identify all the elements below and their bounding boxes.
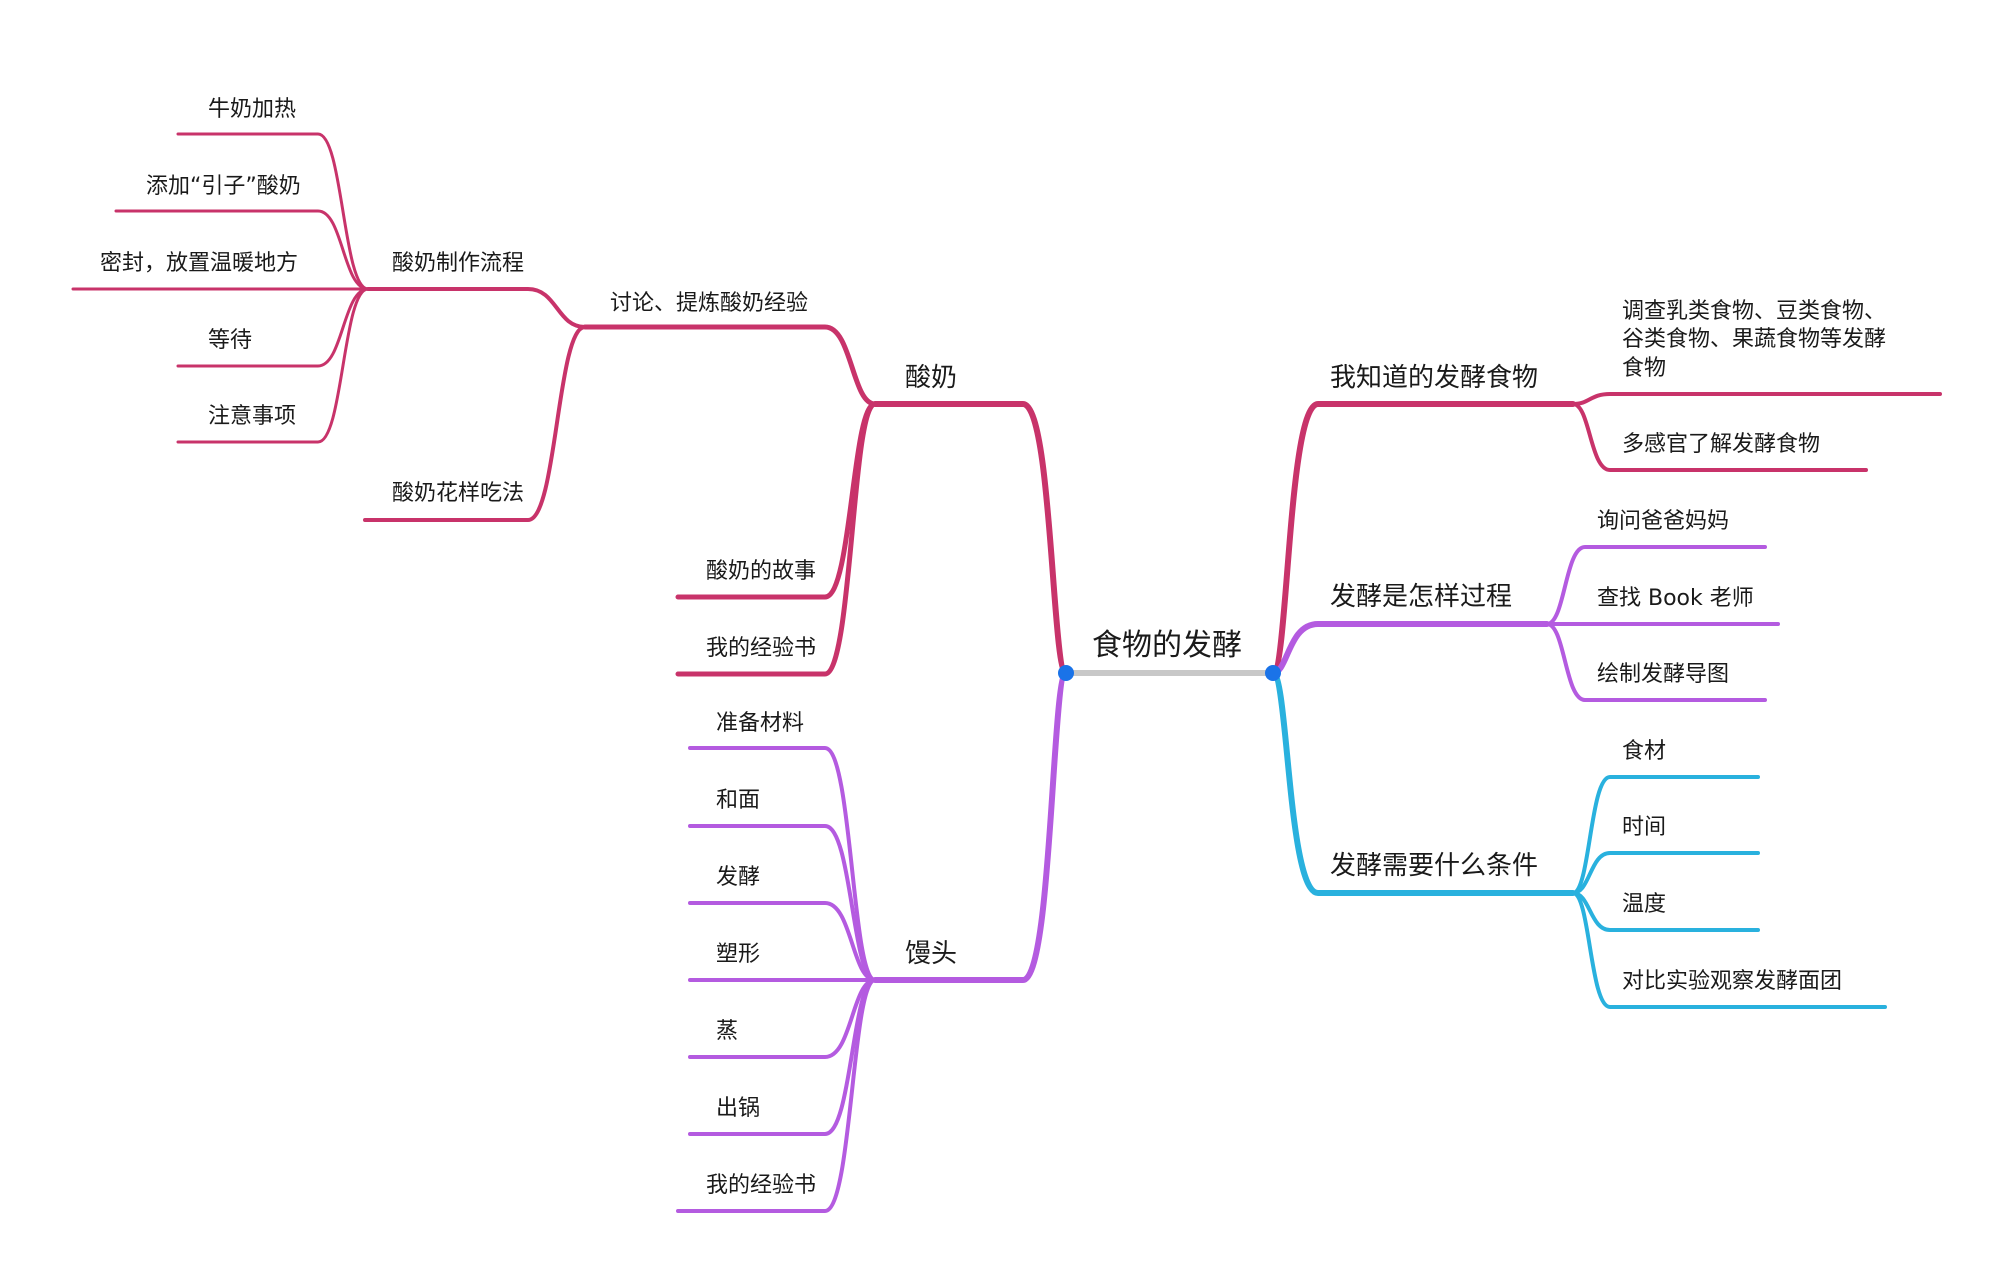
edge-discussion-ways [363,325,587,522]
know-item-1-line-1[interactable]: 调查乳类食物、豆类食物、 [1622,299,1886,324]
mantou-step-2[interactable]: 和面 [716,788,760,813]
edge-conditions-item-2 [1571,851,1760,895]
yogurt-step-2[interactable]: 添加“引子”酸奶 [146,174,301,199]
edge-yogurt-book [675,401,878,677]
edge-yogurt-discussion [582,324,878,407]
topic-yogurt[interactable]: 酸奶 [905,363,957,393]
mantou-step-1[interactable]: 准备材料 [716,711,804,736]
right-connector-dot[interactable] [1265,665,1281,681]
yogurt-step-5[interactable]: 注意事项 [208,404,296,429]
know-item-1-line-2[interactable]: 谷类食物、果蔬食物等发酵 [1622,327,1886,352]
edge-mantou-step-2 [688,824,877,982]
topic-process[interactable]: 发酵是怎样过程 [1330,582,1512,612]
edge-process-step-2 [114,209,370,291]
know-item-2[interactable]: 多感官了解发酵食物 [1622,432,1820,457]
topic-know[interactable]: 我知道的发酵食物 [1330,363,1538,393]
edge-process-step-1 [176,132,370,291]
edge-conditions-item-4 [1571,891,1887,1009]
edge-mantou-step-3 [688,901,877,982]
yogurt-step-3[interactable]: 密封，放置温暖地方 [100,251,298,276]
process-item-3[interactable]: 绘制发酵导图 [1597,662,1729,687]
edge-conditions-item-1 [1571,775,1760,895]
edge-root-yogurt [872,401,1069,676]
mantou-step-4[interactable]: 塑形 [716,942,760,967]
edge-mantou-step-7 [676,978,877,1213]
yogurt-step-1[interactable]: 牛奶加热 [208,97,296,122]
conditions-item-4[interactable]: 对比实验观察发酵面团 [1622,969,1842,994]
mantou-step-3[interactable]: 发酵 [716,865,760,890]
conditions-item-3[interactable]: 温度 [1622,892,1666,917]
mantou-step-5[interactable]: 蒸 [716,1019,738,1044]
connection-lines [71,132,1942,1213]
edge-root-conditions [1270,670,1576,896]
process-item-2[interactable]: 查找 Book 老师 [1597,586,1754,611]
topic-yogurt-book[interactable]: 我的经验书 [706,636,816,661]
edge-root-mantou [872,670,1069,983]
edge-root-process [1270,621,1550,676]
topic-mantou[interactable]: 馒头 [905,939,957,969]
topic-yogurt-story[interactable]: 酸奶的故事 [706,559,816,584]
yogurt-step-4[interactable]: 等待 [208,328,252,353]
mantou-step-7[interactable]: 我的经验书 [706,1173,816,1198]
topic-yogurt-discussion[interactable]: 讨论、提炼酸奶经验 [610,291,808,316]
mantou-step-6[interactable]: 出锅 [716,1096,760,1121]
edge-process-item-3 [1545,622,1767,702]
topic-yogurt-process[interactable]: 酸奶制作流程 [392,251,524,276]
edge-discussion-process [366,287,587,329]
left-connector-dot[interactable] [1058,665,1074,681]
know-item-1-line-3[interactable]: 食物 [1622,356,1666,381]
topic-conditions[interactable]: 发酵需要什么条件 [1330,851,1538,881]
topic-yogurt-ways[interactable]: 酸奶花样吃法 [392,481,524,506]
edge-process-item-1 [1545,545,1767,626]
root-topic[interactable]: 食物的发酵 [1092,628,1242,663]
edge-process-step-5 [176,287,370,444]
conditions-item-2[interactable]: 时间 [1622,815,1666,840]
edge-process-step-4 [176,287,370,368]
edge-know-item-2 [1571,402,1868,472]
conditions-item-1[interactable]: 食材 [1622,739,1666,764]
edge-know-item-1 [1571,392,1942,406]
process-item-1[interactable]: 询问爸爸妈妈 [1597,509,1729,534]
edge-root-know [1270,401,1576,676]
